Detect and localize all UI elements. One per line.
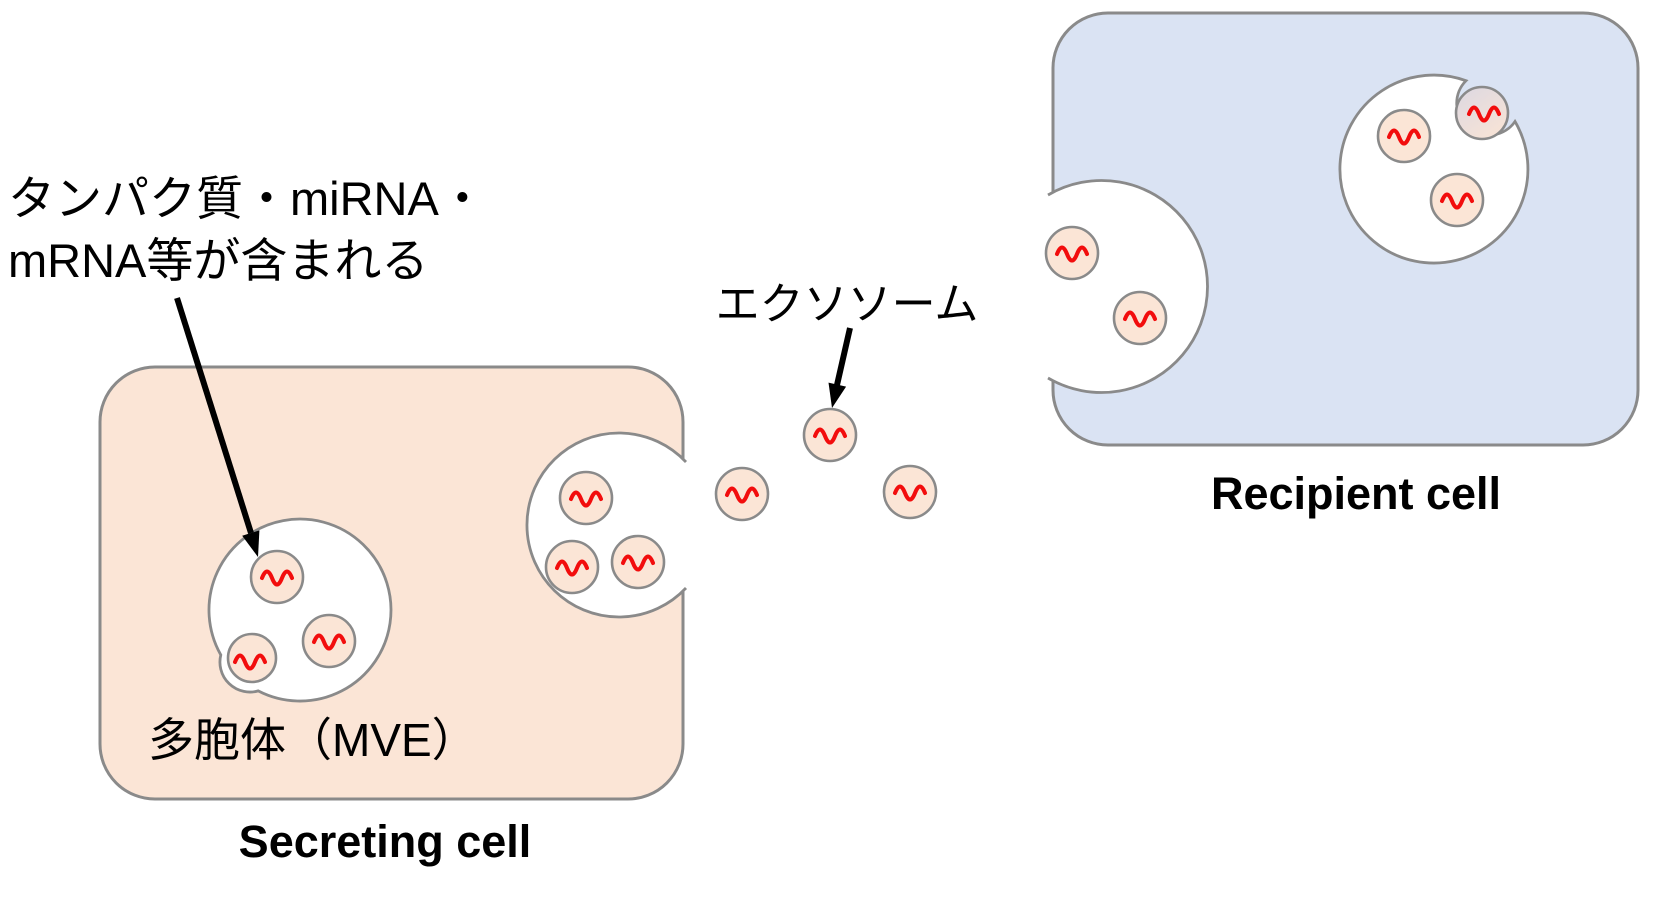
secreting-cell-label: Secreting cell xyxy=(238,816,532,867)
exosome xyxy=(1429,172,1485,228)
free-exosomes xyxy=(714,407,938,522)
exosome xyxy=(802,407,858,463)
intraluminal-vesicle xyxy=(558,470,614,526)
intraluminal-vesicle xyxy=(610,534,666,590)
intraluminal-vesicle xyxy=(301,613,357,669)
exosome xyxy=(1376,108,1432,164)
exosome xyxy=(1112,290,1168,346)
arrowhead-icon xyxy=(828,382,847,408)
exosome xyxy=(714,466,770,522)
protein-content-annotation: タンパク質・miRNA・ mRNA等が含まれる xyxy=(8,168,486,292)
fusing-mve-vesicles xyxy=(544,470,666,595)
endocytosed-exosomes xyxy=(1044,225,1168,346)
budding-vesicle xyxy=(226,632,278,684)
mve-vesicles xyxy=(226,549,357,684)
recipient-endosome-vesicles xyxy=(1376,85,1510,228)
entering-vesicle xyxy=(1454,85,1510,141)
mve-label: 多胞体（MVE） xyxy=(148,714,478,766)
exosome-annotation-arrow xyxy=(828,327,853,408)
recipient-cell-label: Recipient cell xyxy=(1210,468,1502,519)
intraluminal-vesicle xyxy=(249,549,305,605)
exosome-label: エクソソーム xyxy=(715,280,979,329)
arrowhead-icon xyxy=(242,530,260,557)
intraluminal-vesicle xyxy=(544,539,600,595)
exosome xyxy=(1044,225,1100,281)
exosome xyxy=(882,464,938,520)
protein-annotation-arrow xyxy=(174,297,260,557)
protein-content-annotation-line1: タンパク質・miRNA・ xyxy=(8,172,486,225)
protein-content-annotation-line2: mRNA等が含まれる xyxy=(8,234,429,288)
